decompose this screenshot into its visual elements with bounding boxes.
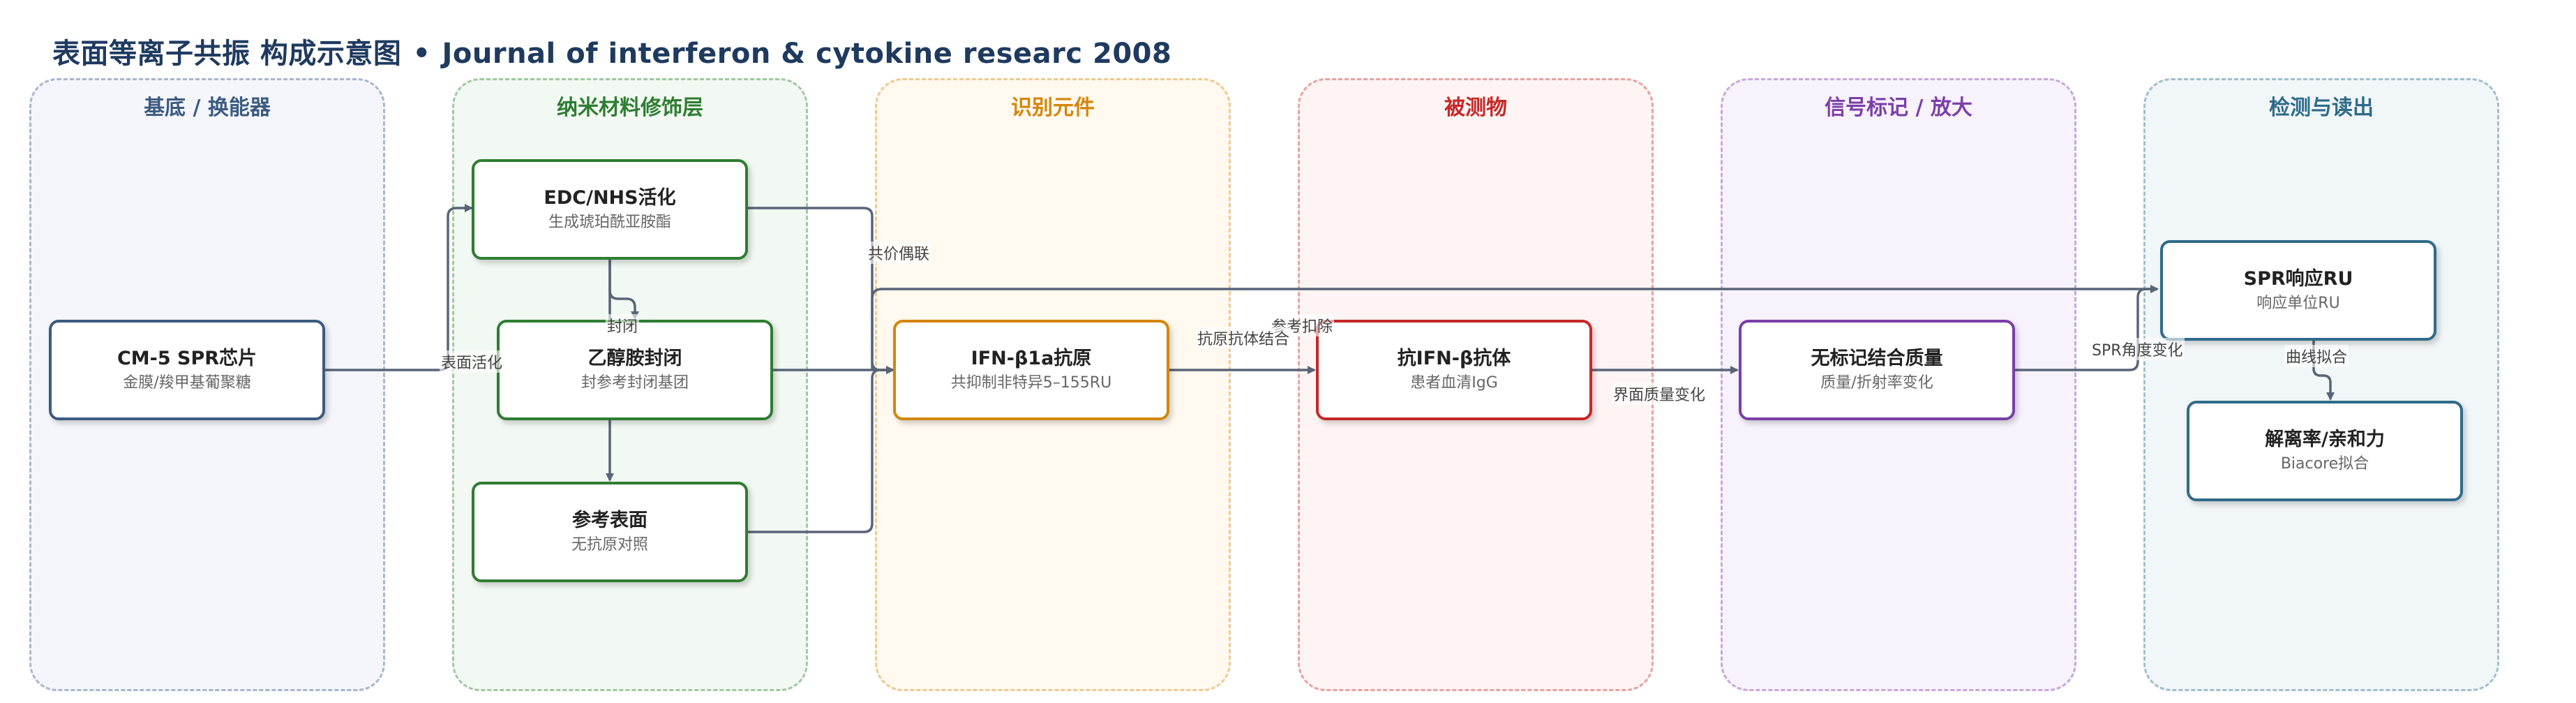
lane-title-readout: 检测与读出 (2269, 96, 2374, 120)
edge-reference-to-antigen (748, 366, 894, 533)
node-edc-nhs-subtitle: 生成琥珀酰亚胺酯 (548, 214, 671, 232)
node-reference-surface-title: 参考表面 (572, 510, 647, 532)
node-edc-nhs: EDC/NHS活化 生成琥珀酰亚胺酯 (472, 159, 748, 260)
source-journal: Journal of interferon & cytokine researc… (442, 38, 1172, 70)
node-ethanolamine-title: 乙醇胺封闭 (587, 348, 682, 370)
title-separator: • (412, 38, 431, 70)
lane-title-nanomaterial: 纳米材料修饰层 (557, 96, 703, 120)
edge-label-covalent-coupling: 共价偶联 (867, 242, 931, 264)
lane-title-analyte: 被测物 (1444, 96, 1507, 120)
edge-chip-to-edc (325, 204, 473, 371)
node-label-free-mass: 无标记结合质量 质量/折射率变化 (1739, 320, 2015, 420)
edge-label-curve-fitting: 曲线拟合 (2284, 345, 2349, 367)
page-title: 表面等离子共振 构成示意图 • Journal of interferon & cy… (52, 31, 1171, 71)
node-reference-surface-subtitle: 无抗原对照 (571, 536, 648, 554)
edge-label-antigen-antibody-binding: 抗原抗体结合 (1196, 327, 1291, 349)
lane-title-signal: 信号标记 / 放大 (1825, 96, 1972, 120)
lane-readout: 检测与读出 (2143, 78, 2499, 691)
node-cm5-chip-subtitle: 金膜/羧甲基葡聚糖 (123, 374, 251, 392)
edge-label-interface-mass-change: 界面质量变化 (1612, 383, 1707, 405)
edge-label-surface-activation: 表面活化 (440, 350, 504, 373)
node-label-free-mass-title: 无标记结合质量 (1811, 348, 1943, 370)
node-label-free-mass-subtitle: 质量/折射率变化 (1820, 374, 1933, 392)
node-dissociation-affinity-title: 解离率/亲和力 (2265, 429, 2385, 451)
node-edc-nhs-title: EDC/NHS活化 (544, 187, 676, 209)
node-spr-response-title: SPR响应RU (2243, 268, 2353, 290)
edge-spr-to-kd (2312, 339, 2335, 401)
node-anti-ifn-antibody-title: 抗IFN-β抗体 (1397, 348, 1511, 370)
lane-title-recognition: 识别元件 (1011, 96, 1095, 120)
node-ethanolamine: 乙醇胺封闭 封参考封闭基团 (497, 320, 773, 420)
node-reference-surface: 参考表面 无抗原对照 (472, 482, 748, 582)
edge-label-block: 封闭 (606, 314, 640, 336)
edge-reference-to-spr (871, 285, 2159, 370)
node-spr-response-subtitle: 响应单位RU (2256, 295, 2340, 313)
node-spr-response: SPR响应RU 响应单位RU (2160, 240, 2436, 341)
node-ifn-antigen-subtitle: 共抑制非特异5–155RU (950, 374, 1112, 392)
edge-mass-to-spr (2014, 285, 2159, 371)
node-anti-ifn-antibody-subtitle: 患者血清IgG (1410, 374, 1498, 392)
node-cm5-chip: CM-5 SPR芯片 金膜/羧甲基葡聚糖 (49, 320, 325, 420)
node-anti-ifn-antibody: 抗IFN-β抗体 患者血清IgG (1316, 320, 1592, 420)
node-ifn-antigen: IFN-β1a抗原 共抑制非特异5–155RU (893, 320, 1169, 420)
edge-label-spr-angle-change: SPR角度变化 (2090, 338, 2185, 360)
node-dissociation-affinity: 解离率/亲和力 Biacore拟合 (2187, 401, 2463, 501)
node-cm5-chip-title: CM-5 SPR芯片 (117, 348, 257, 370)
node-dissociation-affinity-subtitle: Biacore拟合 (2280, 455, 2369, 473)
lane-title-substrate: 基底 / 换能器 (144, 96, 271, 120)
edge-edc-to-ethanolamine (608, 260, 639, 320)
diagram-title: 表面等离子共振 构成示意图 (52, 38, 402, 70)
node-ifn-antigen-title: IFN-β1a抗原 (971, 348, 1092, 370)
node-ethanolamine-subtitle: 封参考封闭基团 (581, 374, 689, 392)
